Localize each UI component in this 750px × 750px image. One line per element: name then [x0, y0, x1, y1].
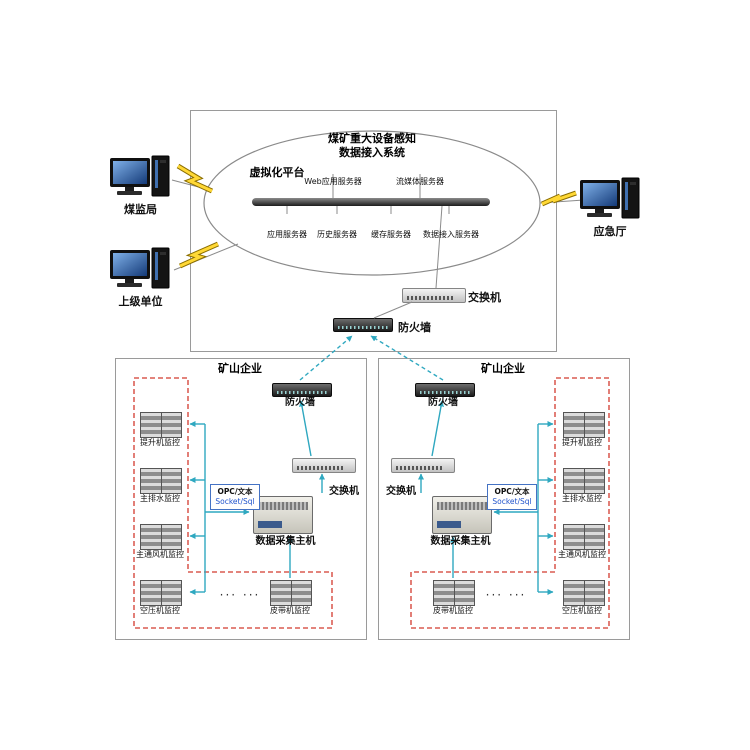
ellipsis-right: ··· ···	[485, 588, 527, 602]
monitor-label-drainage-right: 主排水监控	[562, 494, 602, 503]
monitor-icon-hoist-left	[140, 412, 182, 438]
site-right-switch-label: 交换机	[386, 486, 416, 497]
server-label-app: 应用服务器	[267, 230, 307, 239]
site-right-host-label: 数据采集主机	[430, 536, 491, 547]
site-left-firewall-label: 防火墙	[285, 397, 315, 408]
monitor-label-compressor-left: 空压机监控	[140, 606, 180, 615]
superior-label: 上级单位	[118, 295, 163, 308]
cloud-title-line1: 煤矿重大设备感知	[328, 132, 416, 145]
lightning-icon	[176, 163, 577, 269]
computer-icon-superior	[109, 247, 170, 289]
monitor-label-hoist-left: 提升机监控	[140, 438, 180, 447]
monitor-label-belt-right: 皮带机监控	[433, 606, 473, 615]
monitor-icon-belt-left	[270, 580, 312, 606]
monitor-label-ventilation-right: 主通风机监控	[558, 550, 606, 559]
data-flow-lines	[189, 335, 554, 595]
computer-icon-bureau	[109, 155, 170, 197]
monitor-label-ventilation-left: 主通风机监控	[136, 550, 184, 559]
server-label-cache: 缓存服务器	[371, 230, 411, 239]
monitor-icon-drainage-left	[140, 468, 182, 494]
server-label-web: Web应用服务器	[304, 177, 362, 186]
site-left-firewall-device	[272, 383, 332, 397]
monitor-label-drainage-left: 主排水监控	[140, 494, 180, 503]
site-left-protocol-label: OPC/文本 Socket/Sql	[210, 484, 260, 511]
site-left-switch-device	[292, 458, 356, 473]
server-bus-bar	[252, 198, 490, 206]
ellipsis-left: ··· ···	[219, 588, 261, 602]
monitor-label-hoist-right: 提升机监控	[562, 438, 602, 447]
site-right-title: 矿山企业	[481, 362, 525, 375]
computer-icon-emergency	[579, 177, 640, 219]
monitor-icon-ventilation-left	[140, 524, 182, 550]
protocol-line1: OPC/文本	[494, 487, 530, 496]
server-label-access: 数据接入服务器	[423, 230, 479, 239]
site-left-switch-label: 交换机	[329, 486, 359, 497]
monitor-icon-belt-right	[433, 580, 475, 606]
dashed-boundary	[133, 377, 610, 629]
site-right-protocol-label: OPC/文本 Socket/Sql	[487, 484, 537, 511]
bureau-label: 煤监局	[124, 203, 157, 216]
site-left-host-label: 数据采集主机	[255, 536, 316, 547]
monitor-icon-compressor-left	[140, 580, 182, 606]
site-right-switch-device	[391, 458, 455, 473]
core-firewall-device	[333, 318, 393, 332]
server-label-stream: 流媒体服务器	[396, 177, 444, 186]
monitor-icon-drainage-right	[563, 468, 605, 494]
emergency-label: 应急厅	[593, 225, 627, 238]
site-right-firewall-device	[415, 383, 475, 397]
core-switch-device	[402, 288, 466, 303]
site-left-title: 矿山企业	[218, 362, 262, 375]
monitor-label-compressor-right: 空压机监控	[562, 606, 602, 615]
monitor-icon-hoist-right	[563, 412, 605, 438]
monitor-icon-ventilation-right	[563, 524, 605, 550]
site-right-host-device	[432, 496, 492, 534]
cloud-title-line2: 数据接入系统	[339, 146, 405, 159]
monitor-icon-compressor-right	[563, 580, 605, 606]
protocol-line2: Socket/Sql	[215, 497, 255, 507]
server-label-history: 历史服务器	[317, 230, 357, 239]
site-right-firewall-label: 防火墙	[428, 397, 458, 408]
monitor-label-belt-left: 皮带机监控	[270, 606, 310, 615]
core-firewall-label: 防火墙	[398, 321, 431, 334]
protocol-line1: OPC/文本	[217, 487, 253, 496]
virtualization-platform-label: 虚拟化平台	[249, 166, 305, 179]
protocol-line2: Socket/Sql	[492, 497, 532, 507]
core-switch-label: 交换机	[468, 291, 501, 304]
site-left-host-device	[253, 496, 313, 534]
